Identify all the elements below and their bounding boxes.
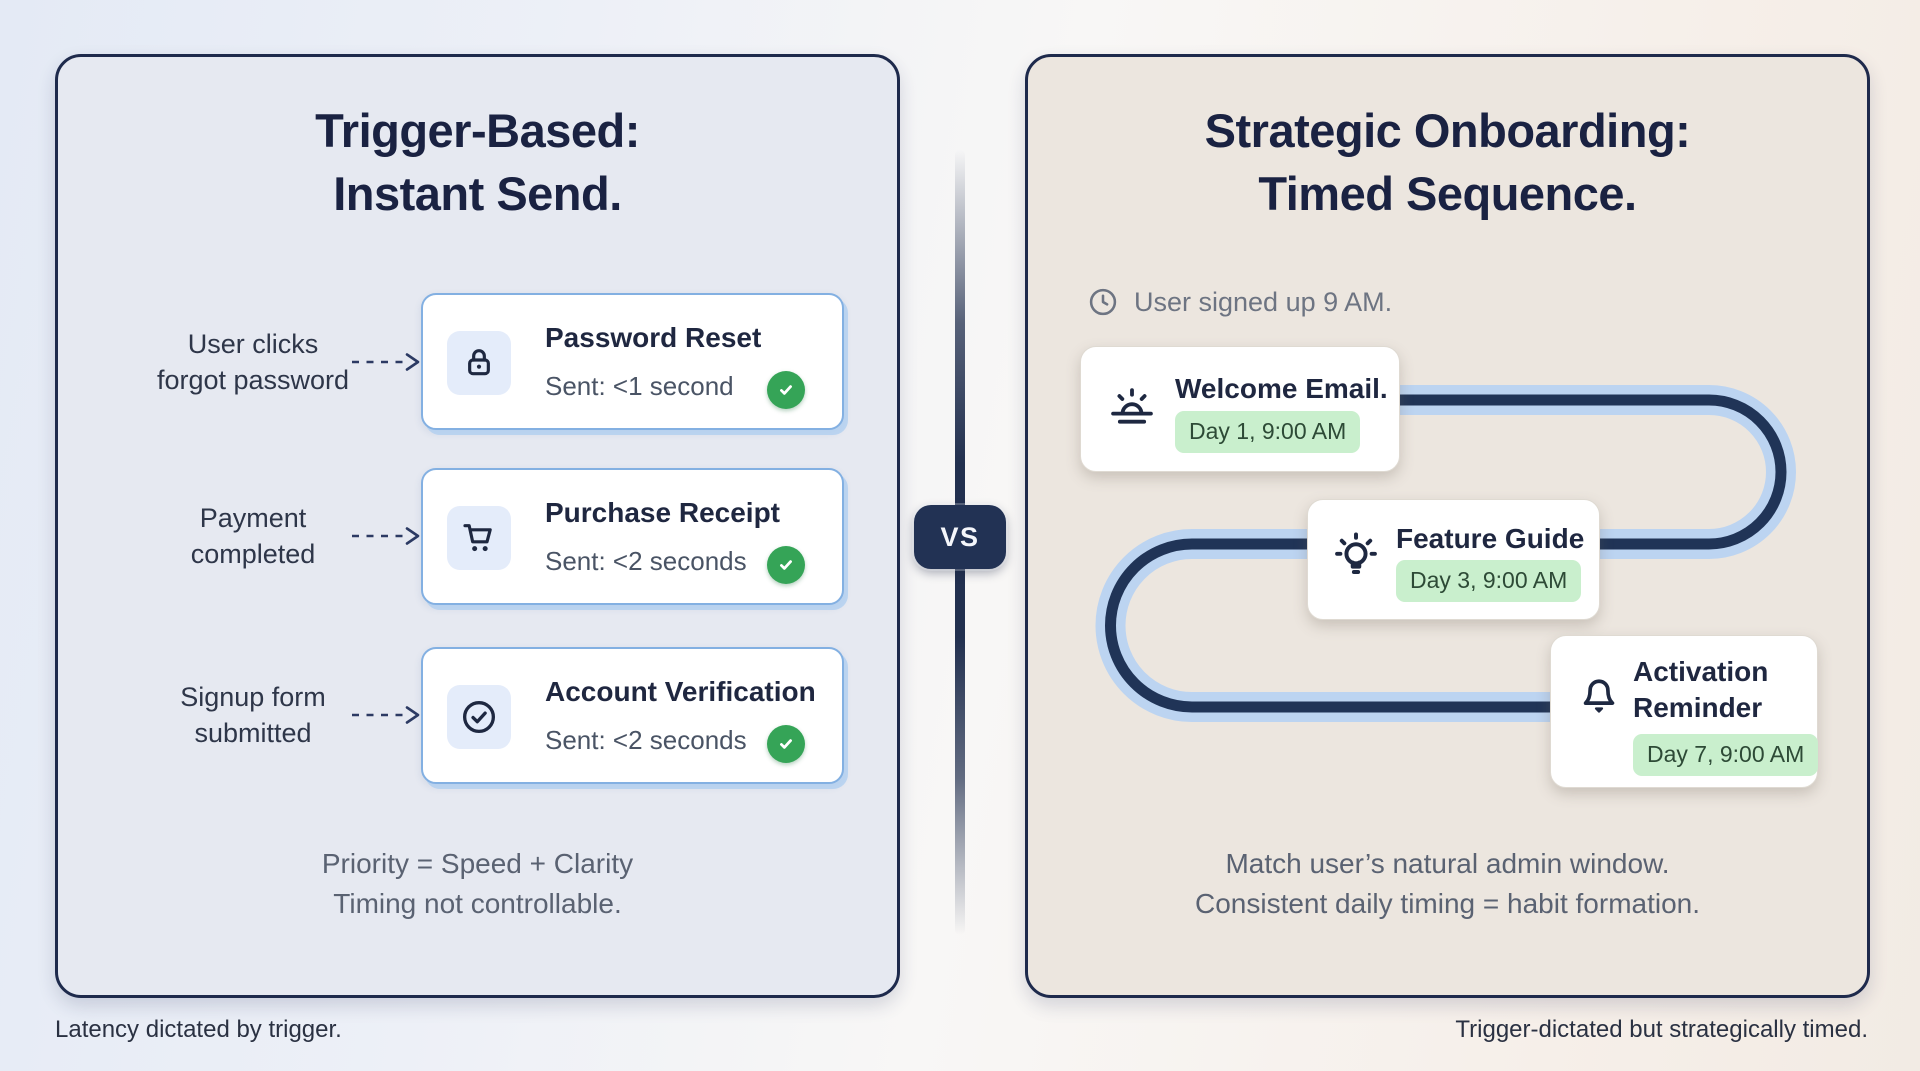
check-circle-icon [447,685,511,749]
card-title: Purchase Receipt [545,497,780,528]
step-title: Activation Reminder [1633,656,1769,723]
trigger-label-signup: Signup form submitted [108,679,398,751]
success-check-icon [767,546,805,584]
success-check-icon [767,371,805,409]
signup-note-text: User signed up 9 AM. [1134,286,1393,317]
trigger-label-password: User clicks forgot password [108,326,398,398]
right-panel-title: Strategic Onboarding: Timed Sequence. [1028,99,1867,225]
step-card-activation-reminder: Activation Reminder Day 7, 9:00 AM [1550,635,1819,788]
dashed-arrow-icon [352,353,420,371]
sunrise-icon [1105,383,1159,442]
left-footnote-line2: Timing not controllable. [333,888,622,919]
dashed-arrow-icon [352,527,420,545]
trigger-text-line: User clicks [187,329,319,359]
trigger-based-panel: Trigger-Based: Instant Send. User clicks… [55,54,900,998]
trigger-text-line: submitted [194,718,312,748]
vs-badge: VS [914,505,1006,569]
step-title: Welcome Email. [1175,373,1388,404]
dashed-arrow-icon [352,706,420,724]
left-title-line2: Instant Send. [333,167,622,220]
left-panel-title: Trigger-Based: Instant Send. [58,99,897,225]
card-status: Sent: <2 seconds [545,725,747,755]
card-password-reset: Password Reset Sent: <1 second [421,293,844,430]
right-title-line1: Strategic Onboarding: [1204,104,1691,157]
card-account-verification: Account Verification Sent: <2 seconds [421,647,844,784]
card-purchase-receipt: Purchase Receipt Sent: <2 seconds [421,468,844,605]
trigger-text-line: forgot password [156,365,350,395]
right-footnote-line1: Match user’s natural admin window. [1225,848,1670,879]
vs-label: VS [940,521,980,552]
right-caption: Trigger-dictated but strategically timed… [1455,1016,1868,1043]
step-card-feature-guide: Feature Guide Day 3, 9:00 AM [1307,499,1600,620]
right-footnote-line2: Consistent daily timing = habit formatio… [1194,888,1701,919]
left-caption: Latency dictated by trigger. [55,1016,342,1043]
lightbulb-icon [1328,530,1384,591]
card-status: Sent: <2 seconds [545,546,747,576]
left-footnote-line1: Priority = Speed + Clarity [321,848,634,879]
card-title: Account Verification [545,676,816,707]
card-title: Password Reset [545,322,762,353]
step-schedule-badge: Day 1, 9:00 AM [1175,411,1361,453]
step-schedule-badge: Day 7, 9:00 AM [1633,734,1819,776]
step-card-welcome-email: Welcome Email. Day 1, 9:00 AM [1080,346,1400,472]
trigger-text-line: completed [190,539,316,569]
lock-icon [447,331,511,395]
step-title: Feature Guide [1396,523,1585,554]
clock-icon [1089,288,1117,316]
shopping-cart-icon [447,506,511,570]
signup-note: User signed up 9 AM. [1086,285,1392,319]
success-check-icon [767,725,805,763]
trigger-text-line: Payment [199,503,307,533]
bell-icon [1573,668,1625,725]
step-schedule-badge: Day 3, 9:00 AM [1396,560,1582,602]
trigger-label-payment: Payment completed [108,500,398,572]
left-title-line1: Trigger-Based: [315,104,640,157]
sequence-path [1095,385,1796,722]
card-status: Sent: <1 second [545,371,734,401]
trigger-text-line: Signup form [180,682,326,712]
right-title-line2: Timed Sequence. [1258,167,1637,220]
strategic-onboarding-panel: Strategic Onboarding: Timed Sequence. Us… [1025,54,1870,998]
